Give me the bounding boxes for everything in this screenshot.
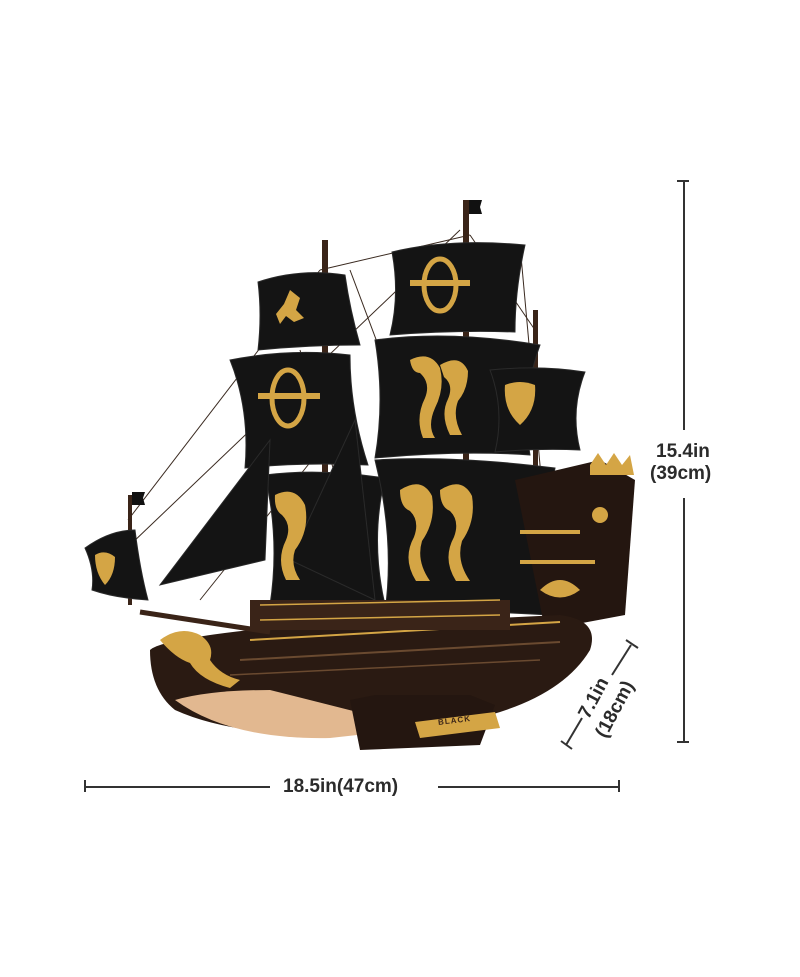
width-line-right (438, 786, 620, 788)
height-line-top (683, 180, 685, 430)
height-label-in: 15.4in (656, 441, 710, 462)
sails (84, 242, 586, 616)
width-line-left (84, 786, 270, 788)
sail-emblems (95, 256, 536, 585)
height-tick-bottom (677, 741, 689, 743)
display-stand (350, 695, 500, 750)
stern-castle (515, 453, 635, 630)
width-tick-right (618, 780, 620, 792)
height-label-cm: (39cm) (650, 463, 712, 484)
height-line-bottom (683, 498, 685, 742)
flags (132, 200, 482, 505)
width-label: 18.5in(47cm) (283, 776, 399, 797)
